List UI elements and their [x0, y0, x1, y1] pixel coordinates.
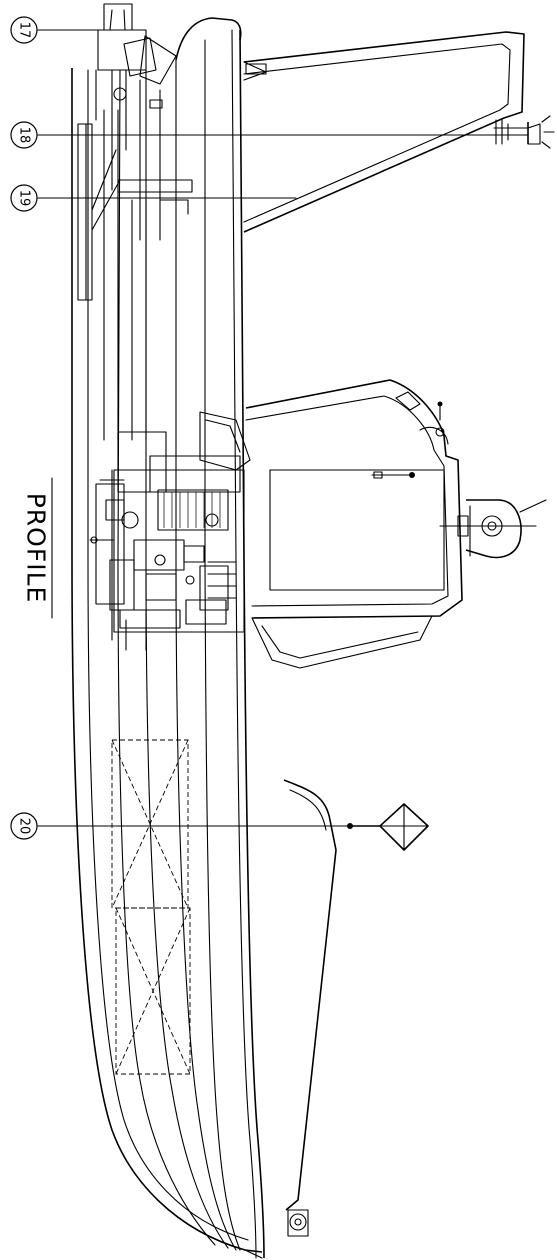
callout-circle-18	[10, 121, 38, 149]
stern-gear	[77, 3, 193, 441]
skeg-fin	[243, 31, 525, 233]
view-title: PROFILE	[22, 477, 53, 619]
callout-label-18: 18	[17, 127, 32, 144]
mast-light	[493, 115, 555, 149]
callout-20: 20	[10, 812, 351, 840]
callout-17: 17	[10, 16, 105, 44]
fuel-tanks	[111, 739, 191, 1075]
wheelhouse	[245, 379, 547, 669]
callout-label-20: 20	[17, 818, 32, 835]
view-title-text: PROFILE	[22, 493, 51, 604]
callout-circle-20	[10, 812, 38, 840]
callout-label-17: 17	[17, 22, 32, 39]
hull	[71, 17, 265, 1259]
callout-circle-19	[10, 184, 38, 212]
engine-assembly	[89, 411, 251, 651]
callout-18: 18	[10, 121, 529, 149]
bow-fittings	[283, 779, 429, 1237]
callout-19: 19	[10, 184, 297, 212]
callout-circle-17	[10, 16, 38, 44]
callout-label-19: 19	[17, 190, 32, 207]
